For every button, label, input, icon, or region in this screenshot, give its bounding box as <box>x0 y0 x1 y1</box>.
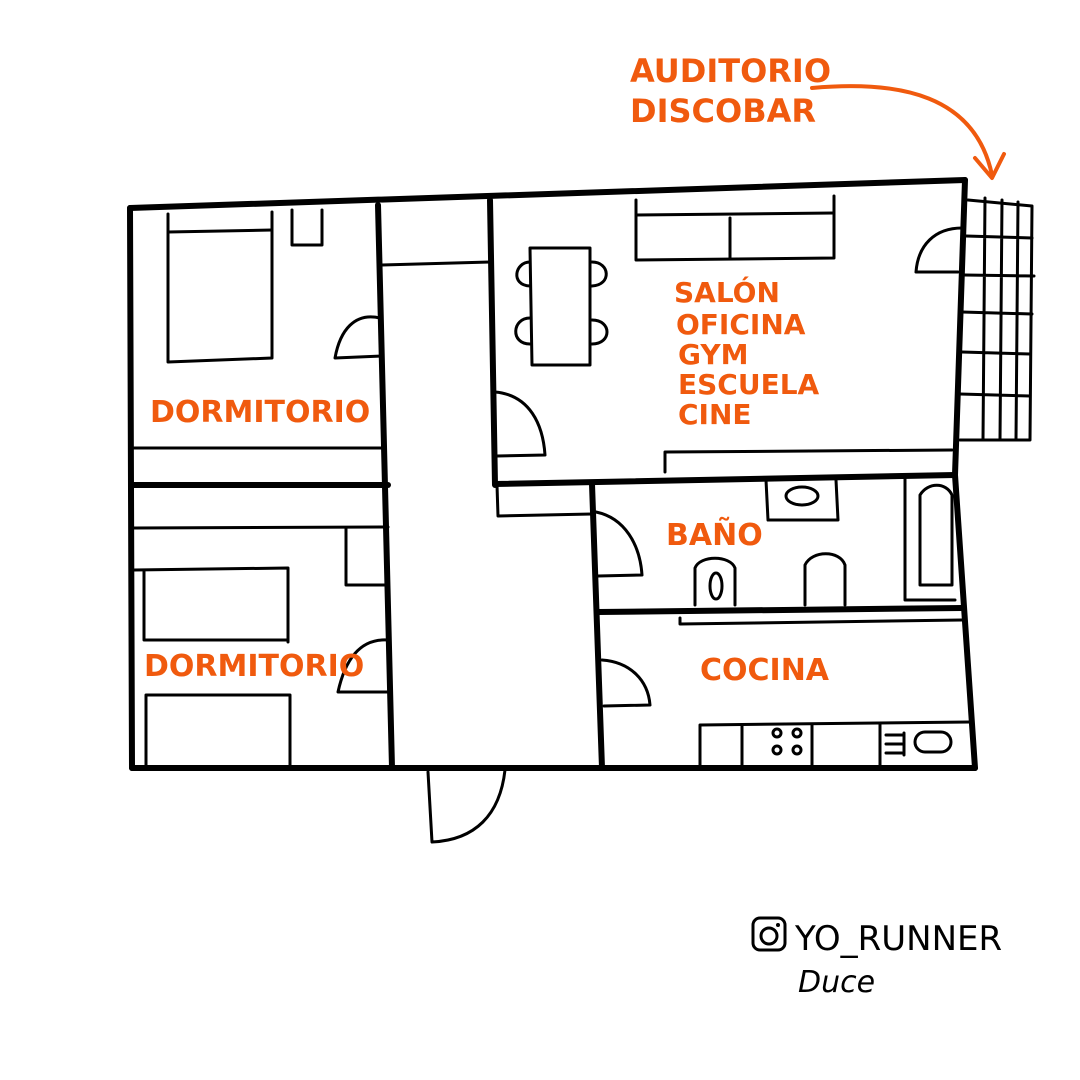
balcony <box>958 196 1036 442</box>
wardrobe <box>132 525 390 530</box>
chair <box>590 260 608 288</box>
wall-left <box>127 205 135 771</box>
balcony-grid <box>958 196 1036 442</box>
bathtub-outer <box>903 476 957 602</box>
room-label-bedroom-top: DORMITORIO <box>150 395 370 430</box>
wall-salon-left <box>487 197 498 488</box>
bed-lower <box>144 693 292 767</box>
bathroom: BAÑO <box>594 476 957 607</box>
wall-corridor-right <box>589 481 605 771</box>
chair <box>515 260 532 288</box>
room-label-living-2: OFICINA <box>676 308 806 341</box>
bed-mid <box>142 568 290 642</box>
room-label-living-4: ESCUELA <box>678 368 820 401</box>
balcony-door <box>914 226 964 274</box>
door-swing <box>493 390 547 458</box>
annotation-arrow <box>810 84 994 177</box>
corridor-partition <box>495 483 594 518</box>
pillow <box>166 228 274 234</box>
toilet-bowl <box>708 571 724 601</box>
bidet <box>803 552 847 607</box>
wall-bath-kitchen <box>595 605 965 615</box>
sink-basin <box>784 485 820 507</box>
annotation-line-2: DISCOBAR <box>630 92 816 130</box>
room-label-living-3: GYM <box>678 338 749 371</box>
bed <box>166 210 274 364</box>
credit-signature: Duce <box>798 965 875 1000</box>
credits: YO_RUNNER Duce <box>751 916 1002 1000</box>
bedroom-top: DORMITORIO <box>132 208 387 450</box>
exterior-walls <box>127 177 978 771</box>
table <box>528 246 592 367</box>
entrance <box>426 768 507 844</box>
credit-handle: YO_RUNNER <box>794 919 1002 959</box>
annotation-line-1: AUDITORIO <box>630 52 831 90</box>
wall-right-upper <box>952 177 968 478</box>
door-swing <box>333 315 384 360</box>
instagram-icon <box>751 916 787 952</box>
door-swing <box>594 510 644 578</box>
bedroom-bottom: DORMITORIO <box>132 525 392 767</box>
annotation: AUDITORIO DISCOBAR <box>630 52 1006 180</box>
entrance-door <box>426 768 507 844</box>
balcony-outline <box>958 198 1034 442</box>
stove-burners <box>771 727 803 756</box>
nightstand <box>290 208 324 247</box>
kitchen-sink-drainer <box>884 731 906 757</box>
room-label-living-1: SALÓN <box>674 275 780 309</box>
bathtub-inner <box>918 483 954 587</box>
annotation-arrowhead <box>973 152 1006 180</box>
chair <box>590 318 609 346</box>
sofa-back <box>634 211 836 217</box>
wall-right-lower <box>952 472 978 771</box>
bed <box>132 566 290 644</box>
living-room: SALÓN OFICINA GYM ESCUELA CINE <box>493 194 964 474</box>
wall-salon-bottom <box>492 472 958 487</box>
room-label-living-5: CINE <box>678 398 752 431</box>
toilet <box>693 556 737 607</box>
kitchen-sink <box>913 730 953 754</box>
counter-top <box>678 616 964 626</box>
room-label-kitchen: COCINA <box>700 653 830 688</box>
wall-top <box>127 177 968 211</box>
closet <box>344 526 390 587</box>
counter-dividers <box>740 721 882 767</box>
kitchen: COCINA <box>600 616 972 767</box>
room-label-bedroom-bottom: DORMITORIO <box>144 649 364 684</box>
door-swing <box>336 638 392 694</box>
tv-unit <box>663 448 954 474</box>
room-label-bathroom: BAÑO <box>666 516 763 553</box>
chair <box>514 316 532 346</box>
sink <box>764 478 840 522</box>
door-swing <box>600 658 652 708</box>
corridor-line <box>380 260 492 267</box>
interior-walls <box>129 197 965 771</box>
sofa <box>634 194 836 262</box>
